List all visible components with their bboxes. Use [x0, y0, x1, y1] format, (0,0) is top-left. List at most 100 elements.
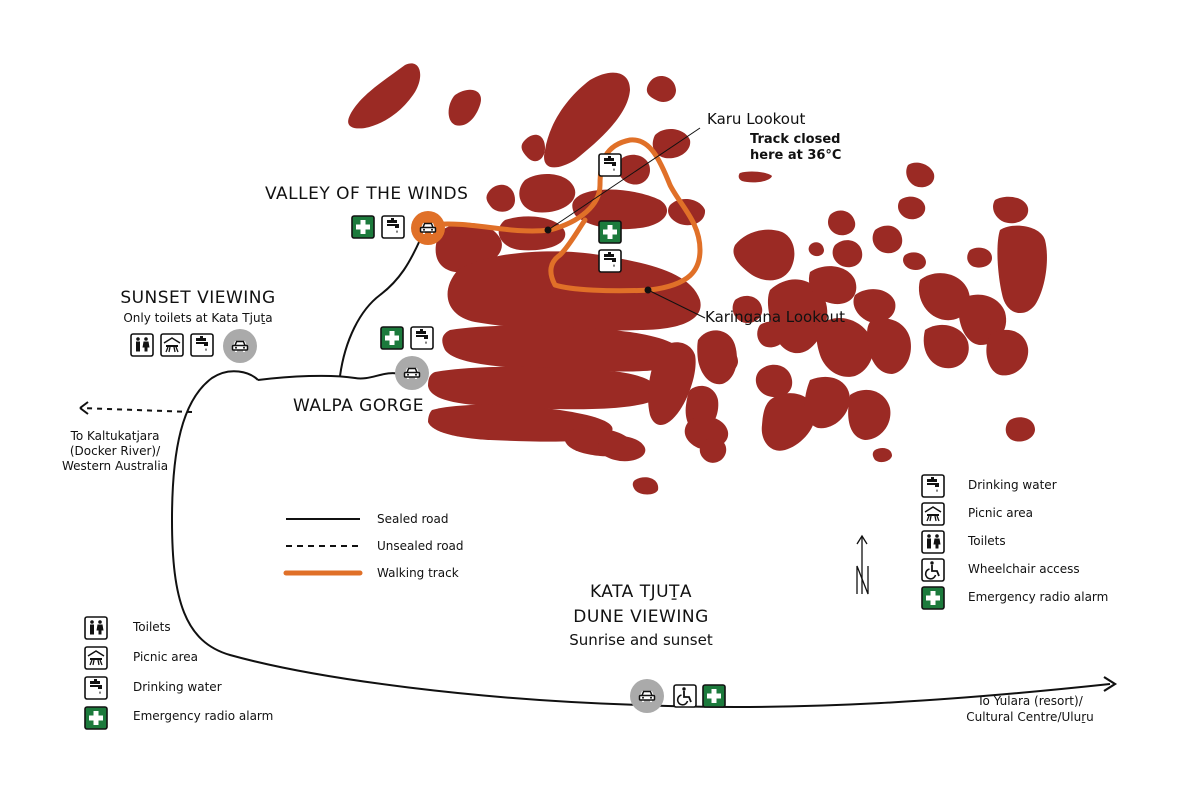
car-park-walpa: [395, 356, 429, 390]
legend-left-item: Drinking water: [133, 680, 222, 694]
unsealed-road: [79, 407, 193, 413]
sealed-road: [339, 239, 421, 377]
rock-domes: [348, 63, 1047, 495]
karu-lookout-marker: [544, 226, 552, 234]
rock-dome: [598, 435, 646, 462]
east-destination-line-2: Cultural Centre/Uluṟu: [966, 710, 1094, 724]
rock-dome: [767, 279, 828, 354]
legend-left-item: Emergency radio alarm: [133, 709, 273, 723]
rock-dome: [1005, 417, 1035, 442]
emergency-icon: [351, 215, 375, 239]
emergency-icon: [84, 706, 108, 730]
rock-dome: [648, 342, 696, 426]
rock-dome: [348, 63, 421, 129]
karu-closed-line-1: Track closed: [750, 132, 840, 147]
rock-dome: [986, 329, 1029, 376]
legend-right-item: Drinking water: [968, 478, 1057, 492]
karu-leader-line: [547, 127, 701, 231]
rock-dome: [872, 225, 903, 254]
rock-dome: [872, 448, 892, 463]
rock-dome: [993, 196, 1029, 224]
walking-track-valley-of-the-winds: [427, 137, 703, 294]
sunset-viewing-note: Only toilets at Kata Tjuṯa: [123, 311, 272, 325]
toilets-icon: [84, 616, 108, 640]
roads: [79, 239, 1118, 709]
wheelchair-icon: [673, 684, 697, 708]
rock-dome: [918, 273, 970, 321]
rock-dome: [967, 247, 992, 268]
rock-dome: [853, 289, 896, 323]
dune-viewing-line-3: Sunrise and sunset: [569, 631, 713, 649]
legend-left-item: Picnic area: [133, 650, 198, 664]
legend-unsealed-road: Unsealed road: [377, 539, 464, 553]
rock-dome: [997, 225, 1047, 314]
rock-dome: [733, 229, 795, 281]
emergency-icon: [921, 586, 945, 610]
rock-dome: [428, 366, 658, 410]
drinking-water-icon: [190, 333, 214, 357]
east-road-arrowhead: [1103, 676, 1118, 692]
picnic-area-icon: [921, 502, 945, 526]
dune-viewing-line-2: DUNE VIEWING: [573, 607, 709, 627]
legend-right-item: Toilets: [967, 534, 1006, 548]
east-destination-line-1: To Yulara (resort)/: [976, 694, 1083, 708]
wheelchair-icon: [921, 558, 945, 582]
drinking-water-icon: [410, 326, 434, 350]
west-destination-line-2: (Docker River)/: [70, 444, 161, 458]
car-park-sunset: [223, 329, 257, 363]
rock-dome: [828, 210, 856, 236]
karingana-lookout-label: Karingana Lookout: [705, 308, 845, 326]
picnic-area-icon: [160, 333, 184, 357]
emergency-icon: [380, 326, 404, 350]
walpa-gorge-label: WALPA GORGE: [293, 396, 424, 416]
drinking-water-icon: [381, 215, 405, 239]
rock-dome: [652, 128, 691, 159]
karingana-leader-line: [647, 289, 706, 319]
rock-dome: [486, 184, 515, 212]
rock-dome: [761, 393, 816, 451]
rock-dome: [617, 154, 650, 185]
legend-sealed-road: Sealed road: [377, 512, 448, 526]
sealed-road: [170, 370, 1111, 709]
rock-dome: [923, 324, 969, 369]
west-destination-line-1: To Kaltukatjara: [70, 429, 160, 443]
rock-dome: [816, 318, 874, 377]
emergency-icon: [598, 220, 622, 244]
rock-dome: [867, 318, 911, 374]
walking-tracks: [427, 137, 703, 294]
drinking-water-icon: [921, 474, 945, 498]
rock-dome: [738, 171, 772, 183]
rock-dome: [699, 438, 727, 463]
rock-dome: [804, 376, 850, 429]
toilets-icon: [921, 530, 945, 554]
road-legend: Sealed road Unsealed road Walking track: [283, 512, 464, 580]
west-destination-line-3: Western Australia: [62, 459, 168, 473]
facility-legend-right: Drinking water Picnic area Toilets Wheel…: [921, 474, 1108, 610]
rock-dome: [832, 240, 863, 268]
sunset-viewing-title: SUNSET VIEWING: [120, 288, 275, 308]
rock-dome: [903, 252, 926, 270]
lookout-leaders: [547, 127, 706, 319]
toilets-icon: [130, 333, 154, 357]
picnic-area-icon: [84, 646, 108, 670]
car-park-valley: [411, 211, 445, 245]
rock-dome: [906, 162, 935, 188]
rock-dome: [519, 174, 576, 213]
unsealed-road-arrowhead: [79, 401, 89, 415]
legend-right-item: Emergency radio alarm: [968, 590, 1108, 604]
rock-dome: [958, 294, 1007, 345]
rock-dome: [544, 72, 630, 168]
rock-dome: [712, 348, 738, 373]
karu-closed-line-2: here at 36°C: [750, 148, 841, 163]
rock-dome: [898, 196, 926, 220]
dune-viewing-line-1: KATA TJUṮA: [590, 582, 692, 602]
rock-dome: [848, 389, 891, 440]
facility-legend-left: Toilets Picnic area Drinking water Emerg…: [84, 616, 273, 730]
rock-dome: [448, 89, 481, 126]
rock-dome: [442, 325, 683, 372]
rock-dome: [808, 242, 824, 257]
rock-dome: [646, 75, 676, 102]
legend-right-item: Picnic area: [968, 506, 1033, 520]
sealed-road: [257, 372, 401, 381]
